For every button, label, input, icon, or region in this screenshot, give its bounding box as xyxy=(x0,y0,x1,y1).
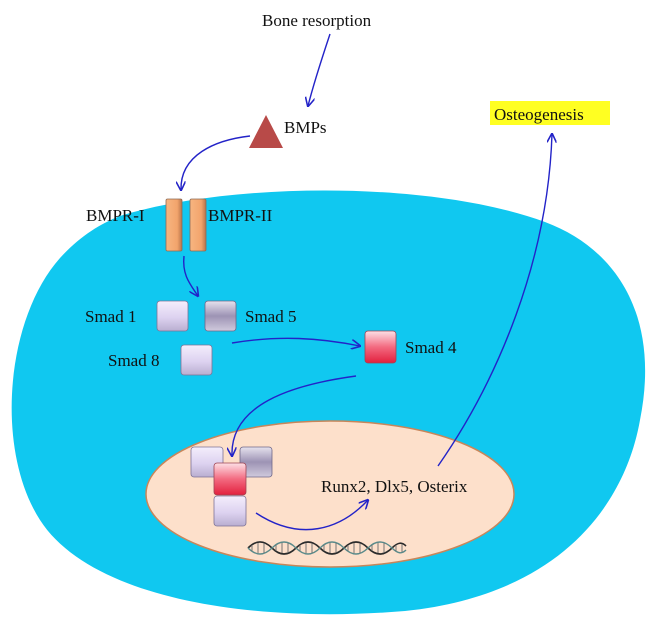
arrow-complex-to-genes xyxy=(255,500,368,531)
smad5-label: Smad 5 xyxy=(245,307,296,326)
smad1-label: Smad 1 xyxy=(85,307,136,326)
smad-complex xyxy=(190,446,273,527)
bone-resorption-label: Bone resorption xyxy=(262,11,372,30)
arrow-receptor-to-smads xyxy=(182,255,198,296)
bmpr2-receptor xyxy=(189,198,207,252)
smad4-protein xyxy=(364,330,397,364)
arrow-genes-to-osteogenesis xyxy=(437,134,552,467)
smad5-protein xyxy=(204,300,237,332)
arrow-smad4-to-nucleus xyxy=(232,375,357,456)
dna-icon xyxy=(247,541,407,555)
arrow-bmps-to-receptor xyxy=(181,135,251,190)
smad8-protein xyxy=(180,344,213,376)
arrow-resorption-to-bmps xyxy=(308,33,331,106)
smad4-label: Smad 4 xyxy=(405,338,457,357)
target-genes-label: Runx2, Dlx5, Osterix xyxy=(321,477,468,496)
smad8-label: Smad 8 xyxy=(108,351,159,370)
bmps-label: BMPs xyxy=(284,118,327,137)
bmpr1-receptor xyxy=(165,198,183,252)
bmpr2-label: BMPR-II xyxy=(208,206,273,225)
bmp-triangle-icon xyxy=(249,115,283,148)
smad1-protein xyxy=(156,300,189,332)
nucleus xyxy=(145,420,515,568)
arrow-smads-to-smad4 xyxy=(231,337,360,346)
bmpr1-label: BMPR-I xyxy=(86,206,145,225)
osteogenesis-highlight xyxy=(490,101,610,125)
osteogenesis-label: Osteogenesis xyxy=(494,105,584,124)
